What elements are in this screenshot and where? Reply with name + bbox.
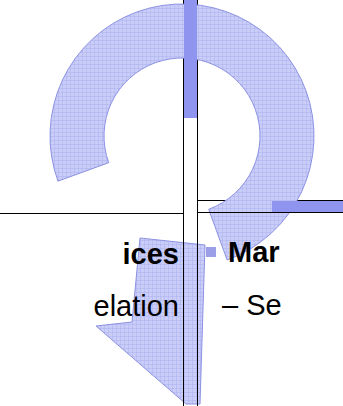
box-body: – Se: [222, 289, 282, 321]
quadrant-box: Mar – Se: [197, 212, 343, 406]
quadrant-box: ices elation: [0, 213, 184, 406]
box-body: elation: [94, 290, 179, 322]
cycle-bar: [272, 201, 343, 212]
cycle-arrow: [50, 4, 314, 260]
cycle-bar: [184, 0, 197, 118]
cycle-arrow-ring: [50, 4, 314, 260]
box-heading: ices: [123, 238, 179, 270]
box-heading: Mar: [228, 236, 280, 268]
bullet-square: [206, 247, 216, 257]
